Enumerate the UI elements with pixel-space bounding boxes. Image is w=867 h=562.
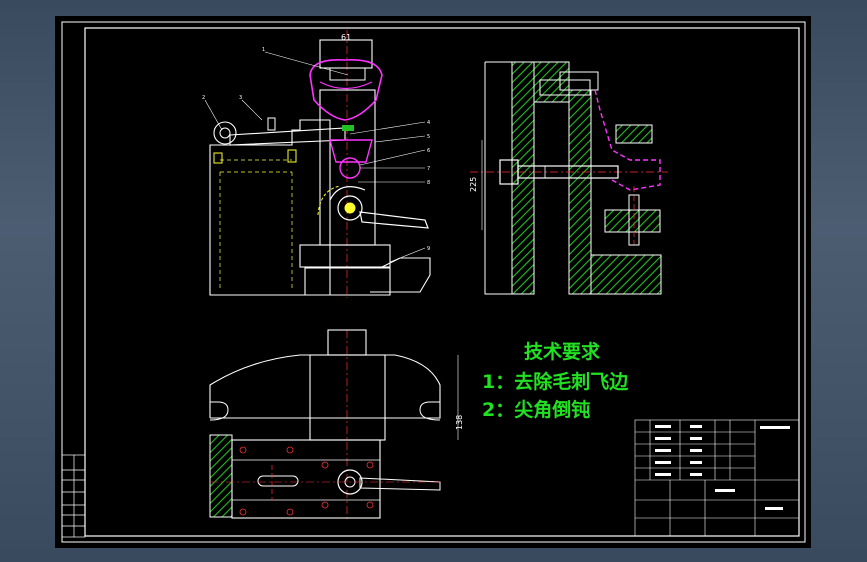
- tech-requirements-title: 技术要求: [524, 340, 601, 363]
- drawing-frame: [84, 27, 800, 537]
- side-section-view: [470, 61, 668, 295]
- dimension-bottom: 138: [455, 415, 464, 430]
- balloon-6: 6: [427, 148, 430, 154]
- balloon-labels: 1 2 3 4 5 6 7 8 9: [202, 47, 430, 252]
- balloon-8: 8: [427, 180, 430, 186]
- balloon-3: 3: [239, 95, 242, 101]
- front-view: [204, 30, 431, 298]
- tech-requirement-1: 1：去除毛刺飞边: [482, 370, 629, 393]
- dimension-side: 225: [469, 177, 478, 192]
- balloon-9: 9: [427, 246, 430, 252]
- tech-requirement-2: 2：尖角倒钝: [482, 398, 590, 421]
- balloon-1: 1: [262, 47, 265, 53]
- dimension-top: 61: [341, 33, 351, 42]
- balloon-5: 5: [427, 134, 430, 140]
- title-block-marks: [655, 425, 790, 510]
- top-view: [209, 329, 459, 520]
- balloon-7: 7: [427, 166, 430, 172]
- sheet-background: [55, 16, 811, 548]
- binding-strip: [61, 454, 86, 538]
- sheet-outer-border: [61, 21, 806, 543]
- balloon-4: 4: [427, 120, 430, 126]
- balloon-2: 2: [202, 95, 205, 101]
- title-block: [634, 419, 800, 537]
